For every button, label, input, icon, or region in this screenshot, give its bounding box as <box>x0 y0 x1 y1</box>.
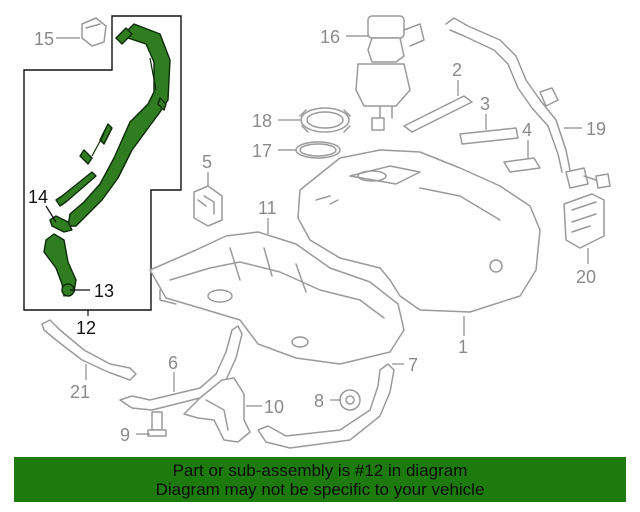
pad-3 <box>459 127 519 145</box>
banner-line-disclaimer: Diagram may not be specific to your vehi… <box>155 479 485 499</box>
strap-6 <box>119 325 243 411</box>
pad-2 <box>403 95 473 133</box>
callout-14: 14 <box>28 187 48 207</box>
fuel-cap-15 <box>81 17 107 47</box>
strap-7 <box>257 363 395 449</box>
vent-hose <box>43 233 77 297</box>
callout-5: 5 <box>202 152 212 172</box>
assembly-12-box <box>23 15 182 311</box>
clamp-14 <box>49 215 73 233</box>
bolt-9 <box>147 411 167 437</box>
pad-4 <box>503 157 541 173</box>
filler-pipe <box>55 23 171 227</box>
vapor-line-19 <box>445 17 611 189</box>
info-banner: Part or sub-assembly is #12 in diagram D… <box>14 457 626 502</box>
callout-7: 7 <box>408 355 418 375</box>
parts-diagram: 15 16 2 3 4 18 17 19 5 11 20 1 6 7 10 8 … <box>23 15 611 449</box>
callout-8: 8 <box>314 391 324 411</box>
heat-shield-10 <box>183 377 251 443</box>
callout-2: 2 <box>452 60 462 80</box>
callout-4: 4 <box>522 120 532 140</box>
callout-9: 9 <box>120 425 130 445</box>
shield-11 <box>149 231 405 365</box>
callout-11: 11 <box>258 198 277 218</box>
callout-13: 13 <box>94 281 114 301</box>
bracket-5 <box>193 185 223 227</box>
callout-19: 19 <box>586 119 606 139</box>
callout-15: 15 <box>34 29 54 49</box>
callout-6: 6 <box>168 353 178 373</box>
callout-17: 17 <box>252 141 272 161</box>
callout-12: 12 <box>76 318 96 338</box>
leader-14 <box>45 205 57 223</box>
lock-ring-18 <box>299 107 351 133</box>
callout-16: 16 <box>320 27 340 47</box>
banner-line-assembly: Part or sub-assembly is #12 in diagram <box>172 460 468 480</box>
callout-10: 10 <box>264 397 284 417</box>
grommet-8 <box>339 389 361 411</box>
callout-1: 1 <box>458 337 468 357</box>
gasket-17 <box>295 141 341 159</box>
fuel-pump-16 <box>355 15 425 131</box>
canister-20 <box>563 193 605 249</box>
callout-20: 20 <box>576 267 596 287</box>
callout-3: 3 <box>480 94 490 114</box>
callout-21: 21 <box>70 382 90 402</box>
callout-18: 18 <box>252 111 272 131</box>
hose-21 <box>41 319 137 381</box>
fuel-tank-1 <box>297 149 541 313</box>
